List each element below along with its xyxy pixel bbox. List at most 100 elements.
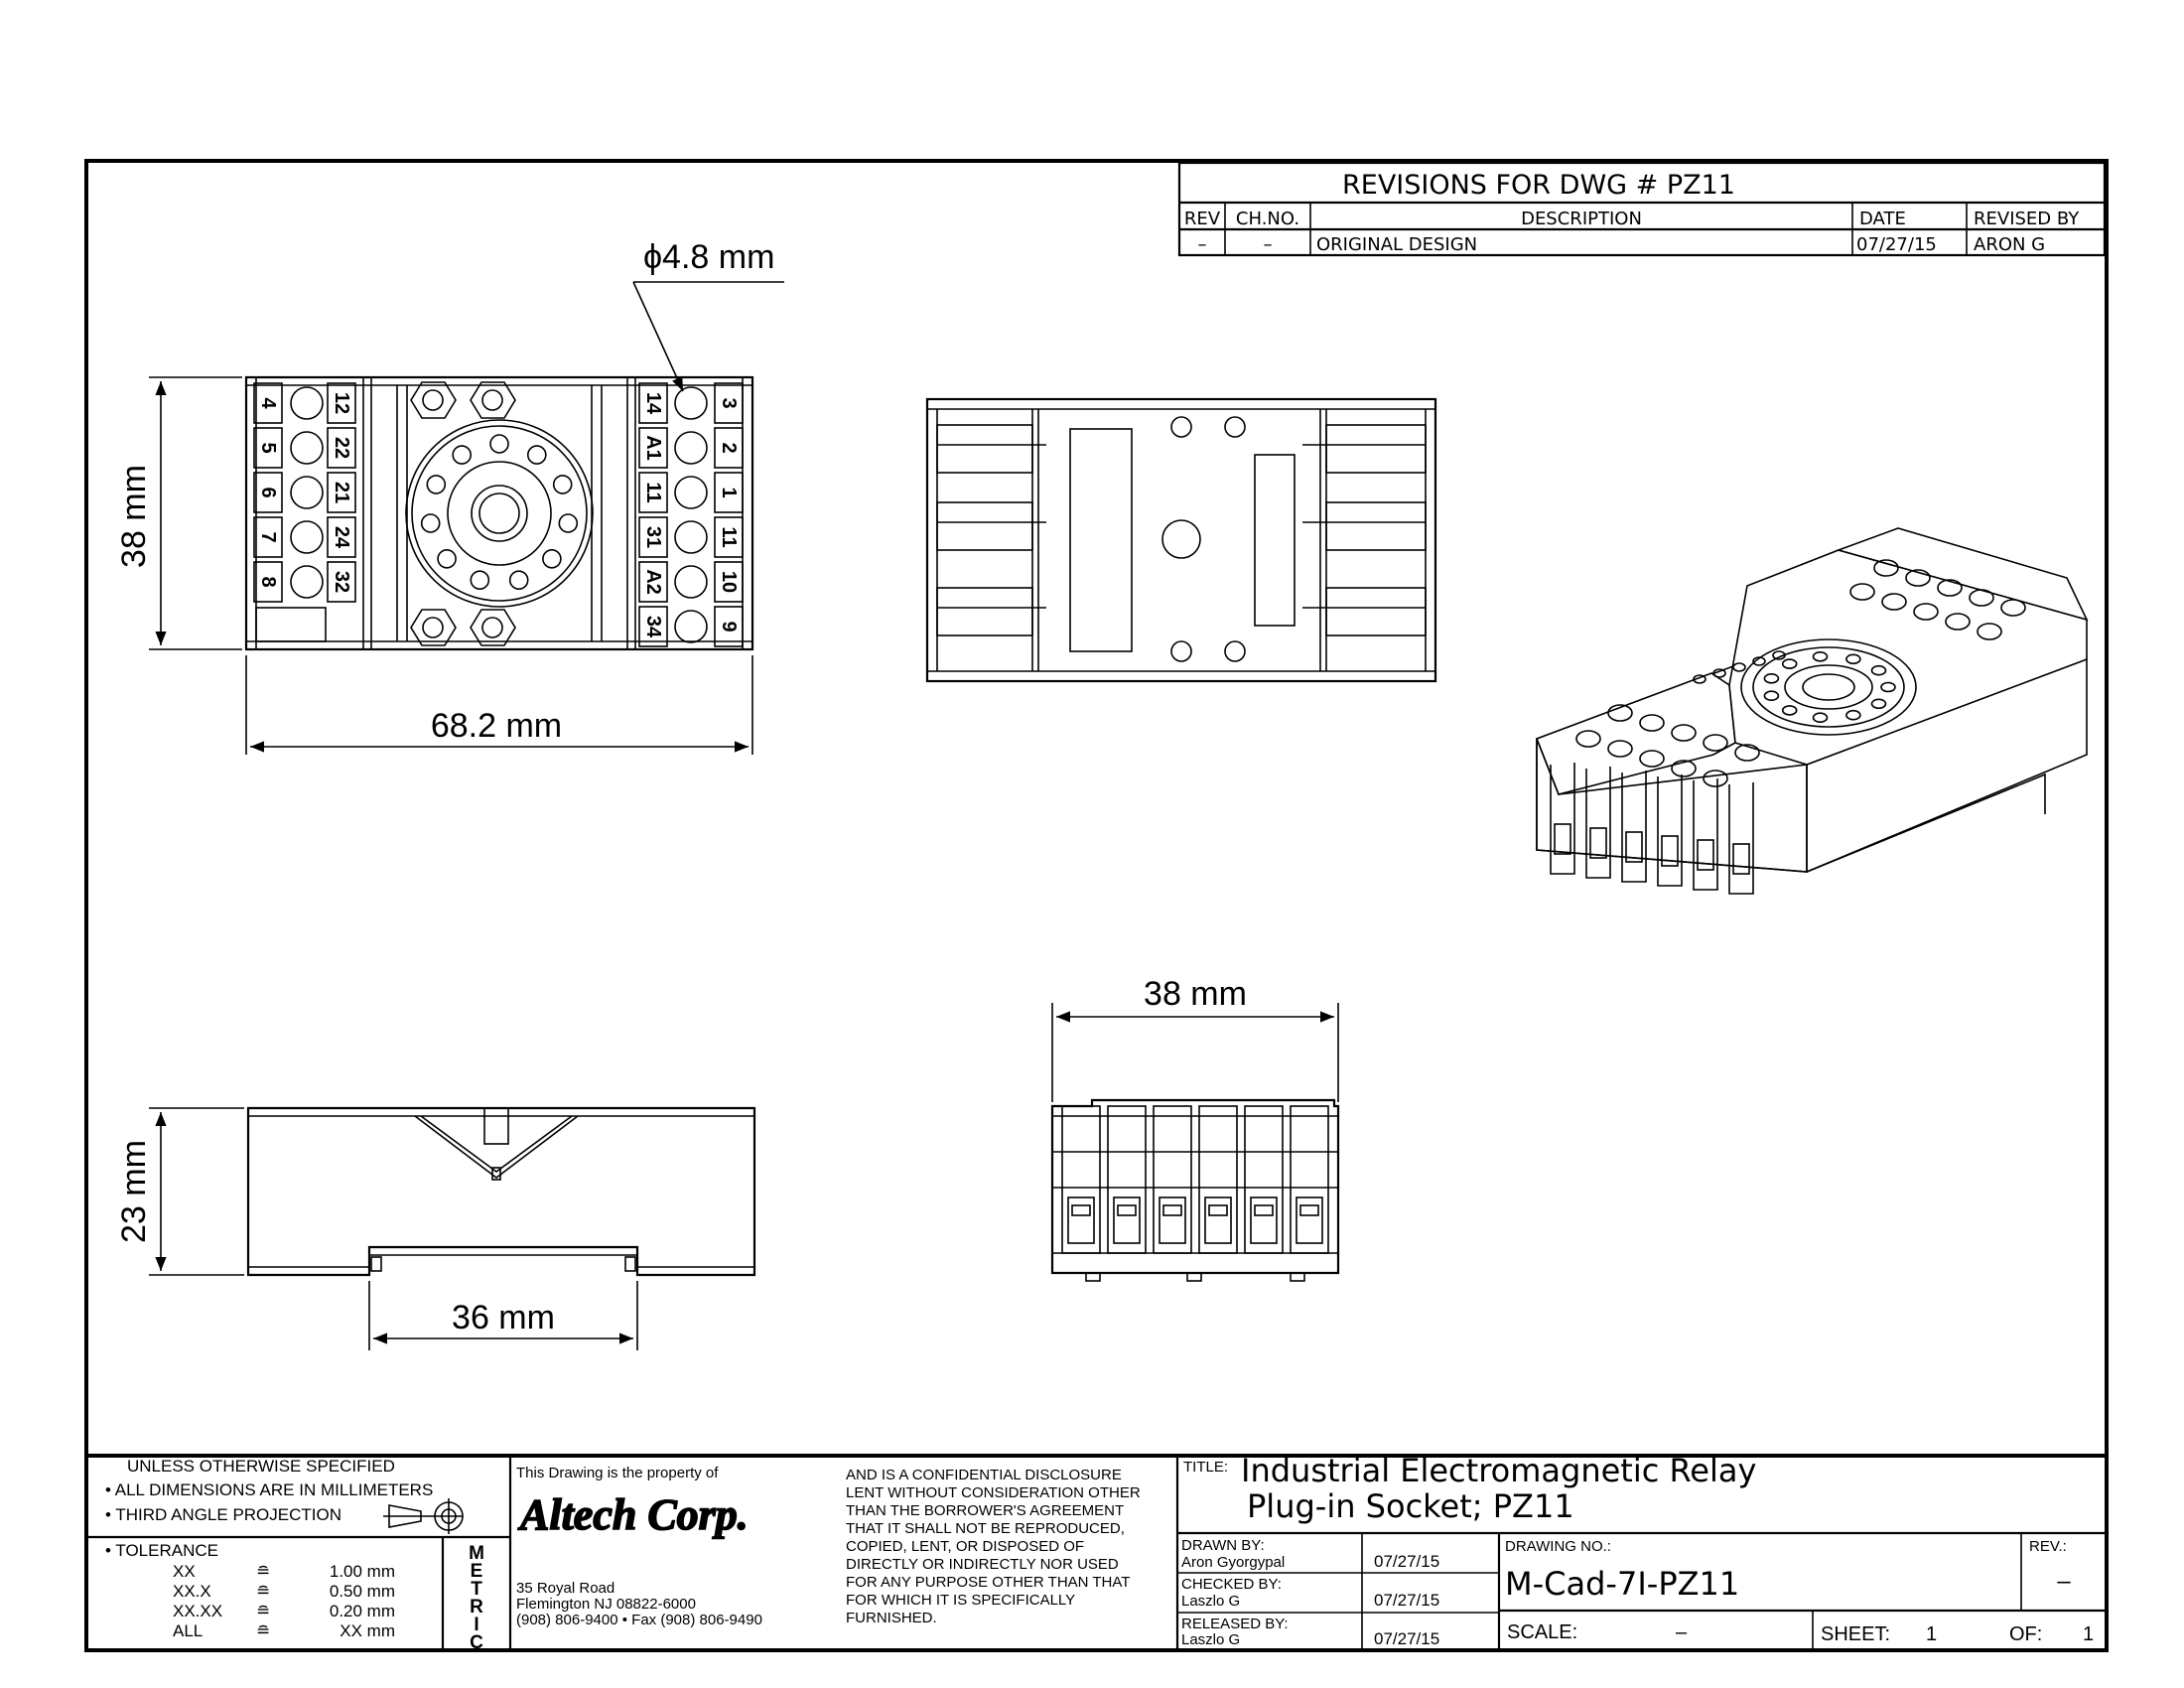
tolerance-symbol: ≘ <box>256 1582 270 1601</box>
drawing-border <box>84 159 2109 1652</box>
top-width-dimension: 68.2 mm <box>431 707 562 745</box>
side-width-dimension: 36 mm <box>452 1299 555 1336</box>
company-phone: (908) 806-9400 • Fax (908) 806-9490 <box>516 1612 762 1628</box>
drawn-date: 07/27/15 <box>1374 1552 1439 1571</box>
metric-letter: T <box>471 1579 482 1600</box>
company-logo: Altech Corp. <box>517 1490 749 1539</box>
of-label: OF: <box>2009 1623 2042 1645</box>
screw-terminal <box>290 565 324 599</box>
tolerance-symbol: ≘ <box>256 1602 270 1620</box>
drawing-number-label: DRAWING NO.: <box>1505 1538 1611 1555</box>
screw-terminal <box>674 431 708 465</box>
rev-label: REV.: <box>2029 1538 2067 1555</box>
terminal-label: 34 <box>642 616 664 638</box>
screw-terminal <box>674 520 708 554</box>
terminal-label: 8 <box>257 576 279 587</box>
tolerance-label: XX.XX <box>173 1602 222 1620</box>
projection-note: • THIRD ANGLE PROJECTION <box>105 1505 341 1524</box>
date-header: DATE <box>1859 209 1906 229</box>
hole-diameter-dimension: ϕ4.8 mm <box>643 238 774 276</box>
checked-by-label: CHECKED BY: <box>1181 1576 1282 1593</box>
tolerance-value: 0.50 mm <box>330 1582 395 1601</box>
terminal-label: 7 <box>257 531 279 542</box>
title-block: UNLESS OTHERWISE SPECIFIED • ALL DIMENSI… <box>86 1452 2107 1653</box>
revisions-title: REVISIONS FOR DWG # PZ11 <box>1342 170 1735 201</box>
chno-value: – <box>1264 234 1273 255</box>
tolerance-value: XX mm <box>340 1621 395 1640</box>
terminal-label: 11 <box>642 482 664 502</box>
terminal-label: A2 <box>642 569 664 595</box>
drawn-by-value: Aron Gyorgypal <box>1181 1554 1285 1571</box>
tolerance-value: 0.20 mm <box>330 1602 395 1620</box>
socket-pin <box>526 445 547 465</box>
tolerance-label: XX.X <box>173 1582 211 1601</box>
socket-pin <box>452 445 473 465</box>
terminal-label: 32 <box>331 571 352 593</box>
terminal-label: 2 <box>718 442 740 453</box>
confidential-line: FOR WHICH IT IS SPECIFICALLY <box>846 1592 1075 1609</box>
metric-letter: C <box>470 1632 483 1653</box>
confidential-line: FOR ANY PURPOSE OTHER THAN THAT <box>846 1574 1130 1591</box>
dimensions-note: • ALL DIMENSIONS ARE IN MILLIMETERS <box>105 1480 433 1499</box>
top-height-dimension: 38 mm <box>115 465 153 568</box>
socket-pin <box>542 548 562 569</box>
terminal-label: 4 <box>257 397 279 409</box>
screw-terminal <box>1969 589 1994 607</box>
confidential-line: THAT IT SHALL NOT BE REPRODUCED, <box>846 1520 1125 1537</box>
socket-pin <box>420 513 441 533</box>
terminal-label: 6 <box>257 487 279 497</box>
confidential-line: AND IS A CONFIDENTIAL DISCLOSURE <box>846 1467 1122 1483</box>
screw-terminal <box>2000 599 2026 617</box>
side-height-dimension: 23 mm <box>115 1140 153 1243</box>
terminal-label: A1 <box>642 435 664 461</box>
of-value: 1 <box>2083 1623 2094 1645</box>
metric-letter: E <box>471 1561 483 1582</box>
screw-terminal <box>290 520 324 554</box>
screw-terminal <box>1945 613 1971 631</box>
screw-terminal <box>1977 623 2002 640</box>
socket-pin <box>558 513 579 533</box>
drawing-title-line-1: Industrial Electromagnetic Relay <box>1241 1452 1756 1489</box>
terminal-label: 9 <box>718 621 740 632</box>
side-view: 23 mm 36 mm <box>115 1106 756 1350</box>
drawing-number: M-Cad-7I-PZ11 <box>1505 1565 1739 1603</box>
checked-by-value: Laszlo G <box>1181 1593 1240 1610</box>
screw-terminal <box>1734 744 1760 762</box>
released-by-label: RELEASED BY: <box>1181 1616 1289 1632</box>
rev-value-block: – <box>2057 1568 2071 1595</box>
confidential-line: LENT WITHOUT CONSIDERATION OTHER <box>846 1484 1141 1501</box>
tolerance-title: • TOLERANCE <box>105 1541 218 1560</box>
socket-pin <box>552 475 573 494</box>
bottom-view <box>925 397 1437 683</box>
terminal-label: 22 <box>331 437 352 459</box>
unless-note: UNLESS OTHERWISE SPECIFIED <box>127 1457 395 1476</box>
screw-terminal <box>1913 603 1939 621</box>
drawing-title-line-2: Plug-in Socket; PZ11 <box>1247 1487 1574 1525</box>
confidential-line: COPIED, LENT, OR DISPOSED OF <box>846 1538 1084 1555</box>
terminal-label: 10 <box>718 571 740 593</box>
screw-terminal <box>674 386 708 420</box>
released-by-value: Laszlo G <box>1181 1631 1240 1648</box>
terminal-label: 14 <box>642 392 664 415</box>
revisions-table: REVISIONS FOR DWG # PZ11 REV CH.NO. DESC… <box>1177 161 2107 257</box>
screw-terminal <box>1881 593 1907 611</box>
date-value: 07/27/15 <box>1856 234 1937 255</box>
screw-terminal <box>1703 770 1728 787</box>
tolerance-value: 1.00 mm <box>330 1562 395 1581</box>
scale-label: SCALE: <box>1507 1621 1577 1643</box>
chno-header: CH.NO. <box>1236 209 1299 229</box>
released-date: 07/27/15 <box>1374 1629 1439 1648</box>
property-note: This Drawing is the property of <box>516 1465 719 1481</box>
terminal-label: 24 <box>331 526 352 549</box>
terminal-label: 11 <box>718 526 740 547</box>
screw-terminal <box>1607 740 1633 758</box>
screw-terminal <box>674 610 708 643</box>
screw-terminal <box>1703 734 1728 752</box>
socket-pin <box>426 475 447 494</box>
